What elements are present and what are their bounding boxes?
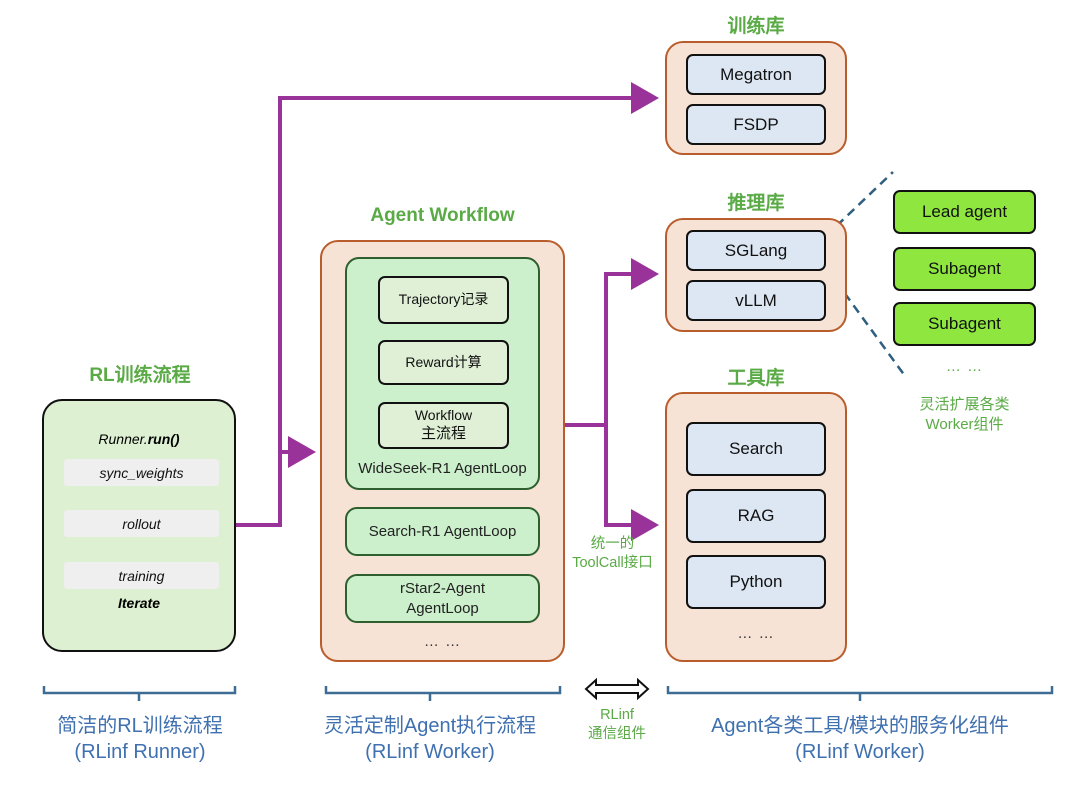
tool-item-python: Python: [686, 555, 826, 609]
comm-label-line1: RLinf: [600, 707, 634, 723]
reward-stage: Reward计算: [378, 340, 509, 385]
brace-left: [42, 686, 237, 701]
workflow-main-line1: Workflow: [414, 407, 473, 424]
workflow-main-line2: 主流程: [420, 424, 466, 442]
rstar2-line1: rStar2-Agent: [399, 580, 486, 597]
tool-item-search: Search: [686, 422, 826, 476]
worker-subagent-2: Subagent: [893, 302, 1036, 346]
worker-caption-line2: Worker组件: [925, 415, 1004, 433]
rl-runner-panel: Runner.run() sync_weights rollout traini…: [42, 399, 236, 652]
inference-lib-title: 推理库: [727, 193, 785, 214]
bottom-label-right-line2: (RLinf Worker): [795, 741, 925, 763]
bottom-label-left: 简洁的RL训练流程 (RLinf Runner): [20, 713, 260, 765]
bottom-label-middle: 灵活定制Agent执行流程 (RLinf Worker): [300, 713, 560, 765]
runner-call-method: run(): [147, 431, 180, 447]
lib-item-vllm: vLLM: [686, 280, 826, 321]
worker-subagent-1: Subagent: [893, 247, 1036, 291]
rstar2-line2: AgentLoop: [406, 599, 479, 617]
bottom-label-left-line1: 简洁的RL训练流程: [57, 715, 223, 737]
agentloop-ellipsis: … …: [423, 633, 462, 650]
bottom-label-right: Agent各类工具/模块的服务化组件 (RLinf Worker): [665, 713, 1055, 765]
wideseek-label: WideSeek-R1 AgentLoop: [358, 460, 527, 477]
lib-item-megatron: Megatron: [686, 54, 826, 95]
comm-label-line2: 通信组件: [588, 725, 646, 742]
toolcall-label-line1: 统一的: [590, 536, 635, 552]
bottom-label-middle-line2: (RLinf Worker): [365, 741, 495, 763]
trajectory-stage: Trajectory记录: [378, 276, 509, 324]
bottom-label-right-line1: Agent各类工具/模块的服务化组件: [711, 715, 1009, 737]
bottom-label-left-line2: (RLinf Runner): [74, 741, 206, 763]
worker-caption: 灵活扩展各类 Worker组件: [893, 395, 1036, 434]
worker-lead-agent: Lead agent: [893, 190, 1036, 234]
connector-runner-to-trunk: [236, 82, 659, 527]
double-arrow-icon: [584, 677, 650, 701]
lib-item-sglang: SGLang: [686, 230, 826, 271]
toolcall-label-line2: ToolCall接口: [572, 554, 653, 571]
bottom-label-middle-line1: 灵活定制Agent执行流程: [323, 715, 537, 737]
rl-training-title: RL训练流程: [89, 365, 191, 386]
tool-lib-title: 工具库: [727, 368, 785, 389]
step-sync-weights: sync_weights: [64, 459, 219, 486]
worker-caption-line1: 灵活扩展各类: [919, 396, 1010, 413]
tool-lib-ellipsis: … …: [737, 625, 775, 642]
rstar2-agentloop: rStar2-Agent AgentLoop: [345, 574, 540, 623]
brace-middle: [324, 686, 562, 701]
comm-label: RLinf 通信组件: [572, 706, 662, 744]
brace-right: [666, 686, 1054, 701]
runner-call-prefix: Runner.: [98, 431, 148, 447]
search-r1-agentloop: Search-R1 AgentLoop: [345, 507, 540, 556]
workflow-main-stage: Workflow 主流程: [378, 402, 509, 449]
toolcall-label: 统一的 ToolCall接口: [560, 535, 665, 573]
tool-item-rag: RAG: [686, 489, 826, 543]
worker-ellipsis: … …: [945, 358, 984, 375]
training-lib-title: 训练库: [727, 16, 785, 37]
iterate-label: Iterate: [117, 595, 161, 611]
lib-item-fsdp: FSDP: [686, 104, 826, 145]
runner-call: Runner.run(): [44, 431, 234, 447]
step-rollout: rollout: [64, 510, 219, 537]
connector-workflow-to-tools: [604, 425, 659, 541]
agent-workflow-title: Agent Workflow: [370, 205, 515, 226]
step-training: training: [64, 562, 219, 589]
